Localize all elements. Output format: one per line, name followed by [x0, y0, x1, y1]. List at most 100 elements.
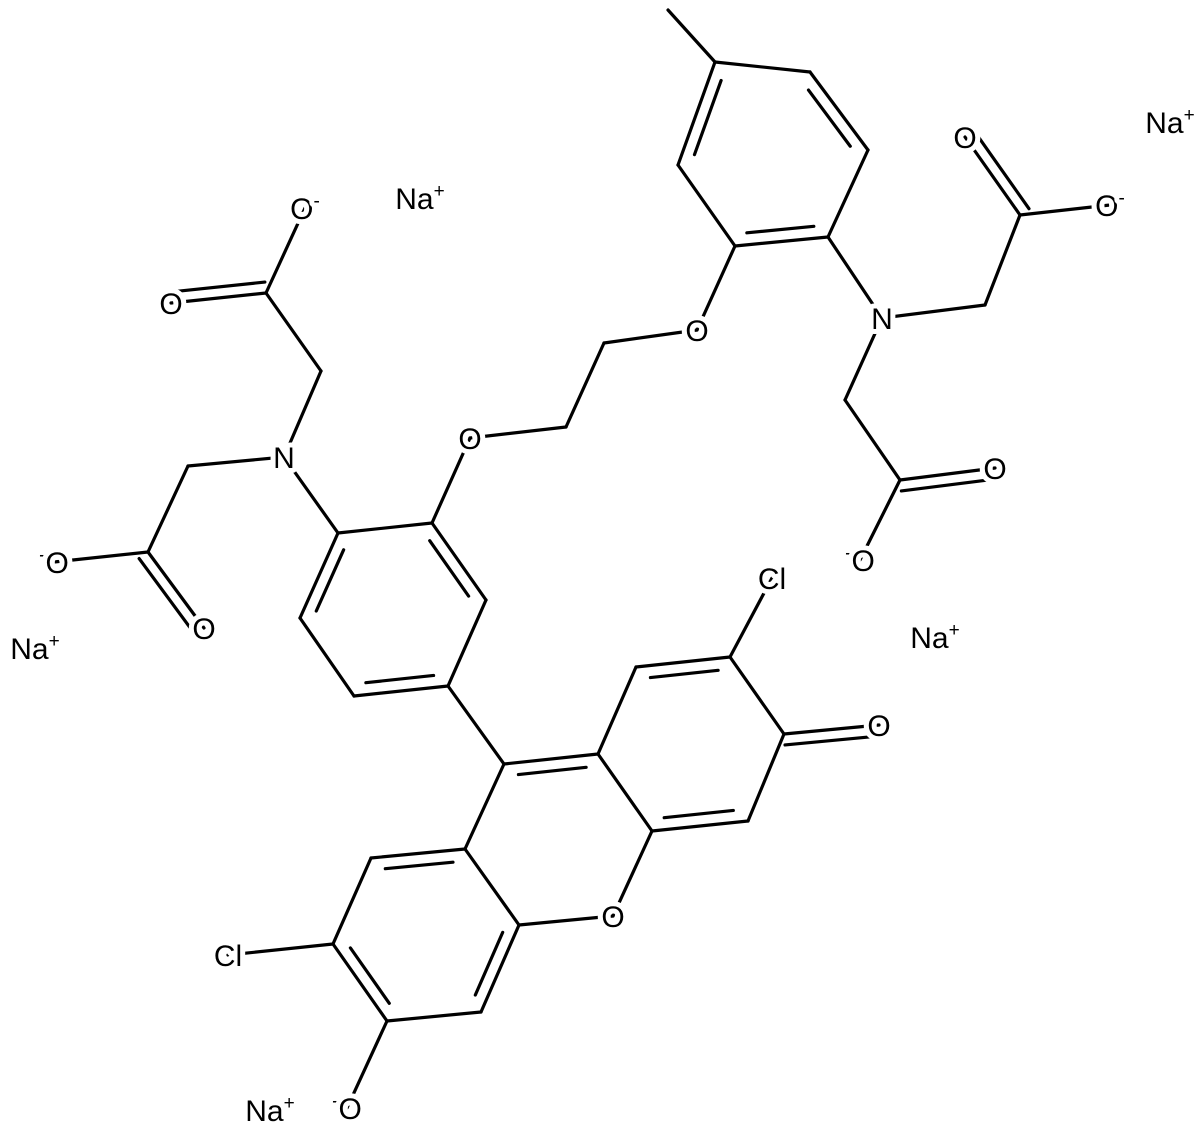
element-symbol: O [983, 453, 1006, 486]
atom-label-o-xanthene: O [601, 901, 624, 934]
bonds [52, 8, 1112, 1110]
element-symbol: O [867, 710, 890, 743]
single-bond [858, 478, 902, 562]
sodium-ion-na-3: Na+ [10, 631, 59, 666]
single-bond [298, 616, 356, 698]
double-bond [898, 466, 997, 482]
atom-label-o-ether-left: O [458, 423, 481, 456]
single-bond [264, 291, 323, 373]
double-bond-inner [314, 548, 346, 613]
element-symbol: O [338, 1093, 361, 1126]
element-symbol: Cl [214, 940, 242, 973]
double-bond-second [783, 734, 882, 747]
element-symbol: Na [10, 633, 49, 666]
single-bond [517, 914, 615, 927]
single-bond [880, 303, 987, 320]
single-bond [602, 328, 699, 345]
single-bond [463, 762, 506, 851]
single-bond [446, 684, 506, 766]
double-bond [369, 847, 467, 860]
atom-label-o-l2-double: O [192, 613, 215, 646]
double-bond-inner [806, 88, 852, 148]
sodium-ion-na-4: Na+ [910, 620, 959, 655]
charge: + [49, 631, 60, 652]
atom-label-n-right: N [871, 303, 893, 336]
element-symbol: Na [1145, 107, 1184, 140]
atom-label-n-left: N [273, 442, 295, 475]
element-symbol: O [159, 288, 182, 321]
charge: + [949, 620, 960, 641]
atom-label-o-l2-minus: -O [39, 545, 69, 580]
sodium-ion-na-2: Na+ [395, 181, 444, 216]
sodium-ion-na-1: Na+ [1145, 105, 1194, 140]
double-bond [782, 723, 881, 736]
double-bond-inner [348, 946, 391, 1005]
double-bond-inner [383, 860, 455, 871]
single-bond [564, 341, 606, 429]
element-symbol: O [192, 613, 215, 646]
single-bond [611, 829, 654, 918]
single-bond [713, 60, 812, 74]
atom-label-o-r1-minus: O- [1095, 188, 1125, 223]
double-bond-second [972, 129, 1031, 211]
element-symbol: O [601, 901, 624, 934]
charge: + [434, 181, 445, 202]
single-bond [596, 665, 638, 756]
atom-label-cl-bottom: Cl [214, 940, 242, 973]
double-bond [634, 655, 732, 669]
element-symbol: O [1095, 190, 1118, 223]
element-symbol: Cl [758, 563, 786, 596]
atom-label-o-r2-double: O [983, 453, 1006, 486]
charge: + [1184, 105, 1195, 126]
double-bond [733, 235, 830, 248]
element-symbol: Na [245, 1095, 284, 1128]
single-bond [345, 1019, 389, 1110]
single-bond [596, 752, 654, 833]
element-symbol: O [458, 423, 481, 456]
element-symbol: Na [395, 183, 434, 216]
double-bond-inner [516, 765, 588, 777]
single-bond [676, 163, 737, 248]
single-bond [695, 244, 737, 332]
single-bond [728, 576, 774, 659]
single-bond [264, 206, 307, 295]
double-bond-inner [473, 930, 505, 997]
single-bond [983, 213, 1022, 307]
single-bond [385, 1010, 483, 1023]
double-bond [502, 752, 600, 766]
double-bond-inner [662, 808, 735, 820]
charge: - [314, 191, 320, 212]
charge: - [1119, 188, 1125, 209]
element-symbol: O [953, 122, 976, 155]
double-bond [331, 942, 389, 1023]
single-bond [746, 732, 786, 823]
double-bond-second [168, 280, 267, 294]
element-symbol: O [685, 315, 708, 348]
atom-label-o-keto: O [867, 710, 890, 743]
single-bond [728, 655, 786, 736]
element-symbol: O [45, 547, 68, 580]
atom-label-o-r1-double: O [953, 122, 976, 155]
single-bond [282, 455, 340, 535]
double-bond [352, 684, 450, 698]
sodium-ion-na-5: Na+ [245, 1093, 294, 1128]
double-bond [676, 60, 717, 167]
element-symbol: Na [910, 622, 949, 655]
single-bond [1018, 203, 1112, 217]
atom-label-o-phenolate: -O [332, 1091, 362, 1126]
single-bond [331, 856, 373, 946]
double-bond-inner [648, 668, 720, 680]
single-bond [666, 8, 717, 64]
single-bond [826, 235, 884, 320]
single-bond [52, 550, 150, 564]
atom-label-o-l1-double: O [159, 288, 182, 321]
double-bond [963, 135, 1022, 217]
double-bond [430, 521, 488, 602]
single-bond [226, 942, 335, 957]
double-bond-inner [692, 78, 723, 157]
double-bond-second [899, 477, 998, 493]
single-bond [336, 521, 434, 535]
double-bond [808, 70, 870, 152]
